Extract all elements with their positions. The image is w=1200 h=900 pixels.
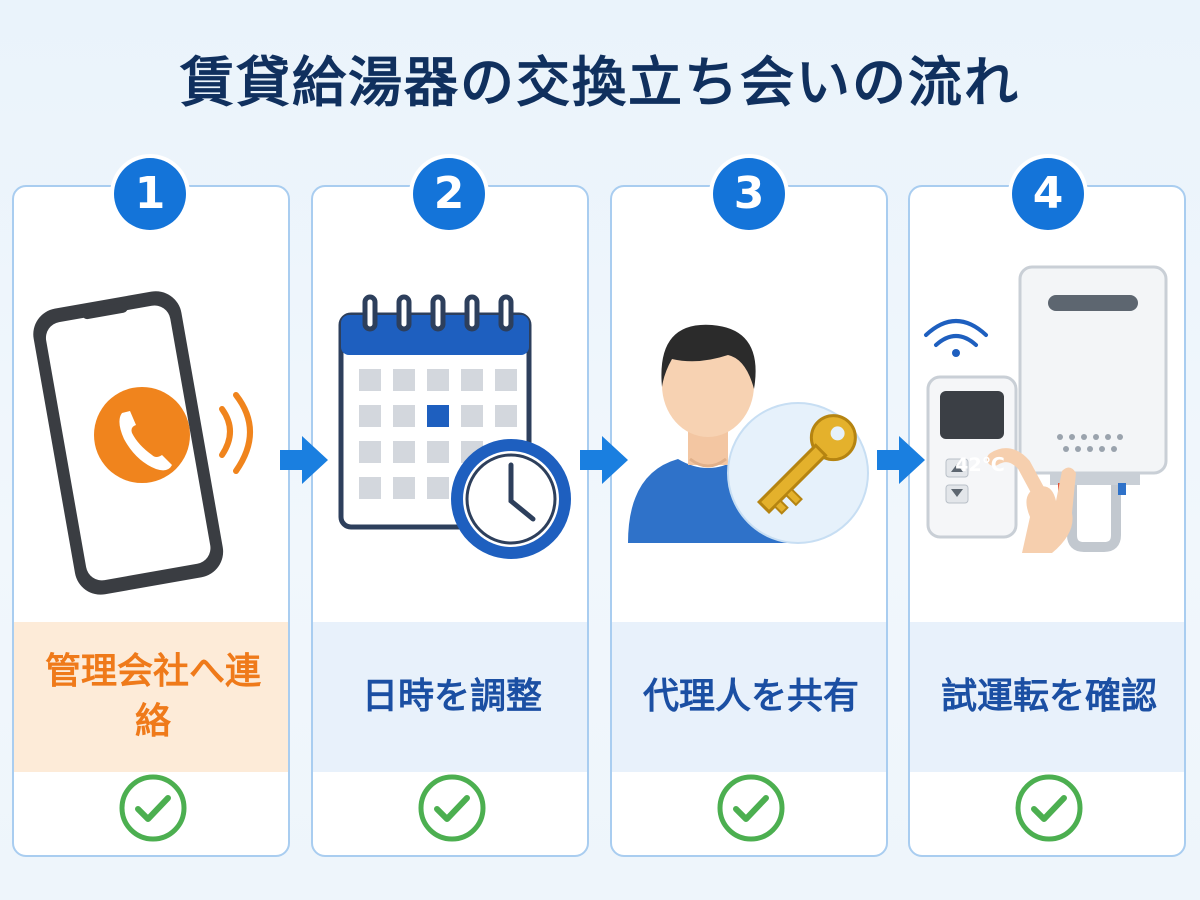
step-2-label: 日時を調整 <box>361 676 542 717</box>
step-card-1: 管理会社へ連絡 <box>12 185 290 857</box>
step-badge-1: 1 <box>114 158 186 230</box>
arrow-right-icon <box>280 436 328 484</box>
step-card-4: 42℃ 試運転を確認 <box>908 185 1186 857</box>
step-3-label-band: 代理人を共有 <box>612 622 886 772</box>
step-badge-3: 3 <box>713 158 785 230</box>
arrow-right-icon <box>877 436 925 484</box>
water-heater-remote-icon <box>924 265 1168 553</box>
arrow-right-icon <box>580 436 628 484</box>
step-4-label: 試運転を確認 <box>940 676 1157 717</box>
check-icon <box>119 774 187 842</box>
check-icon <box>1015 774 1083 842</box>
step-badge-2: 2 <box>413 158 485 230</box>
page-title: 賃貸給湯器の交換立ち会いの流れ <box>180 51 1020 114</box>
step-badge-4: 4 <box>1012 158 1084 230</box>
calendar-clock-icon <box>338 294 571 559</box>
remote-temperature-display: 42℃ <box>955 454 1005 476</box>
person-key-icon <box>628 324 869 544</box>
phone-call-icon <box>33 291 253 595</box>
step-2-label-band: 日時を調整 <box>313 622 587 772</box>
step-card-3: 代理人を共有 <box>610 185 888 857</box>
step-1-label: 管理会社へ連絡 <box>44 651 261 742</box>
check-icon <box>717 774 785 842</box>
step-card-2: 日時を調整 <box>311 185 589 857</box>
check-icon <box>418 774 486 842</box>
step-4-label-band: 試運転を確認 <box>910 622 1184 772</box>
step-1-label-band: 管理会社へ連絡 <box>14 622 288 772</box>
step-3-label: 代理人を共有 <box>642 676 859 717</box>
